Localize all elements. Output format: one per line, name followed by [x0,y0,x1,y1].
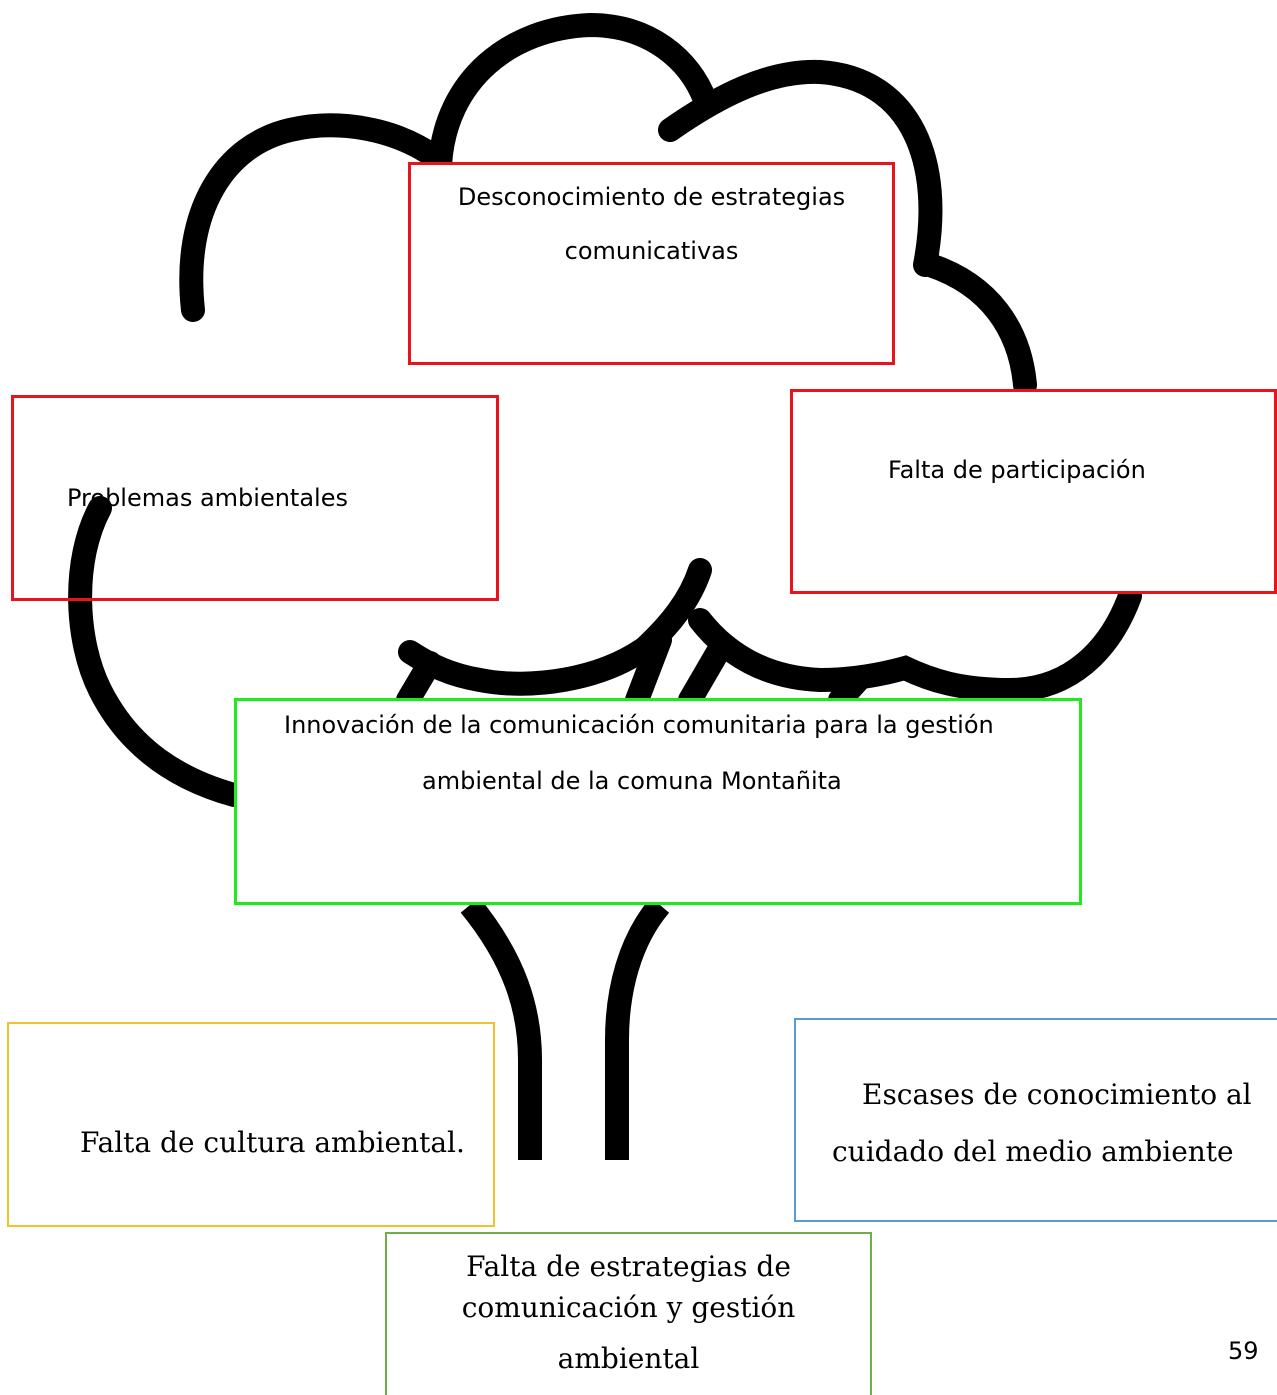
canopy-right-top-lobe [658,59,943,277]
core-problem-box: Innovación de la comunicación comunitari… [234,698,1082,905]
trunk-right [605,897,670,1160]
branch-3 [678,633,734,712]
effect-box-participacion-label: Falta de participación [888,456,1146,484]
cause-box-estrategias-line3: ambiental [557,1342,700,1375]
effect-box-desconocimiento: Desconocimiento de estrategias comunicat… [408,162,895,365]
cause-box-cultura-label: Falta de cultura ambiental. [80,1126,465,1159]
canopy-left-lobe [68,496,246,807]
canopy-left-top-lobe [179,113,444,322]
cause-box-cultura: Falta de cultura ambiental. [7,1022,495,1227]
effect-box-desconocimiento-line1: Desconocimiento de estrategias [457,183,846,211]
cause-box-estrategias-line1: Falta de estrategias de [466,1250,791,1283]
canopy-right-lobe [918,253,1037,397]
cause-box-conocimiento: Escases de conocimiento al cuidado del m… [794,1018,1277,1222]
effect-box-problemas [11,395,499,601]
cause-box-estrategias-line2: comunicación y gestión [461,1291,796,1324]
branch-1 [396,651,442,712]
effect-box-participacion: Falta de participación [790,389,1277,594]
canopy-bottom-right-lobe [688,584,1142,703]
trunk-left [460,897,542,1160]
cause-box-conocimiento-line2: cuidado del medio ambiente [832,1135,1234,1168]
cause-box-estrategias: Falta de estrategias de comunicación y g… [385,1232,872,1395]
core-problem-line1: Innovación de la comunicación comunitari… [284,711,994,739]
cause-box-conocimiento-line1: Escases de conocimiento al [862,1078,1252,1111]
branch-2 [625,628,672,712]
canopy-top-lobe [428,12,717,177]
branch-4 [828,666,872,712]
canopy-center-spike [398,558,712,696]
page-number: 59 [1228,1337,1259,1365]
effect-box-problemas-label: Problemas ambientales [67,484,348,512]
core-problem-line2: ambiental de la comuna Montañita [422,767,842,795]
effect-box-desconocimiento-line2: comunicativas [564,237,739,265]
